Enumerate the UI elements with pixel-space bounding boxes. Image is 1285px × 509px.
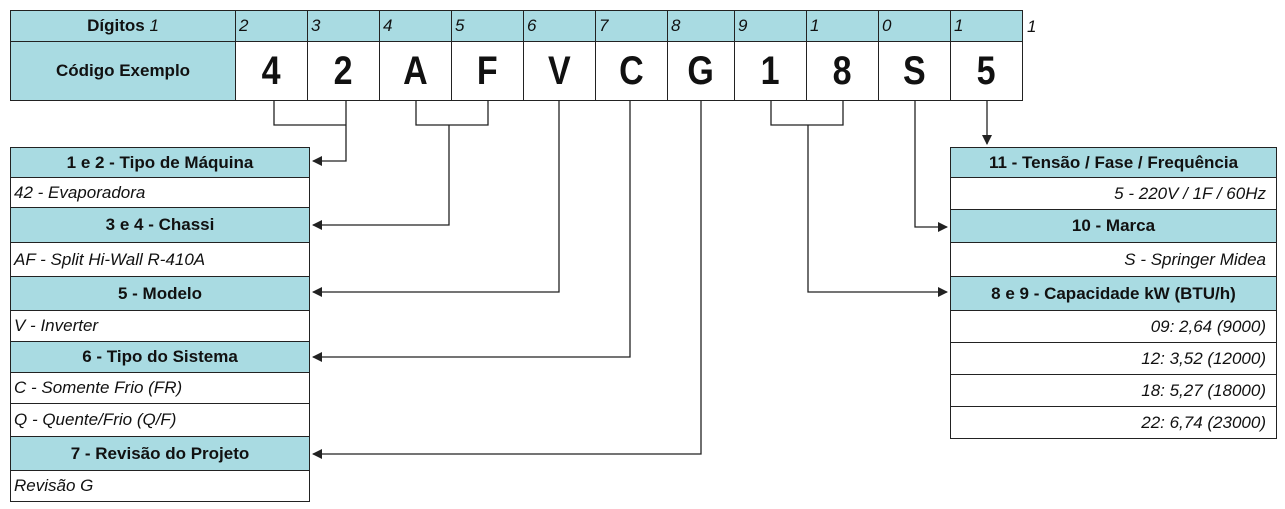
modelo-value: V - Inverter — [14, 316, 99, 335]
revisao-projeto-value: Revisão G — [14, 476, 94, 495]
chassi-header: 3 e 4 - Chassi — [10, 207, 310, 243]
capacidade-value-1: 09: 2,64 (9000) — [1150, 316, 1266, 336]
code-example-label: Código Exemplo — [55, 61, 191, 80]
modelo-value-row: V - Inverter — [10, 310, 310, 342]
code-char-cell-7: G — [667, 41, 735, 101]
code-char-4: F — [477, 48, 498, 93]
code-char-cell-6: C — [595, 41, 668, 101]
modelo-header: 5 - Modelo — [10, 276, 310, 311]
marca-header: 10 - Marca — [950, 209, 1277, 243]
marca-title: 10 - Marca — [1071, 216, 1156, 235]
digit-label-11: 1 — [954, 16, 964, 35]
code-char-2: 2 — [334, 48, 353, 93]
capacidade-value-row-4: 22: 6,74 (23000) — [950, 406, 1277, 439]
digit-cell-3: 4 — [379, 10, 452, 42]
capacidade-title: 8 e 9 - Capacidade kW (BTU/h) — [991, 283, 1236, 303]
tipo-maquina-value: 42 - Evaporadora — [14, 182, 146, 202]
chassi-value-row: AF - Split Hi-Wall R-410A — [10, 242, 310, 277]
tipo-sistema-value-1: C - Somente Frio (FR) — [14, 378, 183, 397]
code-char-10: S — [903, 48, 926, 93]
tipo-sistema-header: 6 - Tipo do Sistema — [10, 341, 310, 373]
tipo-sistema-title: 6 - Tipo do Sistema — [82, 347, 238, 366]
digit-label-7: 8 — [671, 16, 681, 35]
chassi-title: 3 e 4 - Chassi — [105, 215, 215, 234]
digit-cell-8: 9 — [734, 10, 807, 42]
code-char-cell-11: 5 — [950, 41, 1023, 101]
code-char-11: 5 — [977, 48, 996, 93]
code-char-cell-4: F — [451, 41, 524, 101]
tipo-maquina-title: 1 e 2 - Tipo de Máquina — [66, 152, 254, 172]
code-char-6: C — [619, 48, 644, 93]
capacidade-header: 8 e 9 - Capacidade kW (BTU/h) — [950, 276, 1277, 311]
code-example-header-cell: Código Exemplo — [10, 41, 236, 101]
connector-chassi — [313, 101, 489, 225]
code-char-cell-2: 2 — [307, 41, 380, 101]
digit-cell-1: 2 — [235, 10, 308, 42]
tensao-fase-frequencia-title: 11 - Tensão / Fase / Frequência — [988, 152, 1239, 172]
capacidade-value-2: 12: 3,52 (12000) — [1141, 348, 1266, 368]
capacidade-value-4: 22: 6,74 (23000) — [1141, 412, 1266, 432]
connector-tipo-maquina — [273, 101, 347, 161]
digit-cell-2: 3 — [307, 10, 380, 42]
digits-label: Dígitos — [87, 16, 145, 35]
code-char-1: 4 — [262, 48, 281, 93]
revisao-projeto-title: 7 - Revisão do Projeto — [70, 443, 250, 463]
tensao-fase-frequencia-value: 5 - 220V / 1F / 60Hz — [1114, 183, 1266, 203]
modelo-title: 5 - Modelo — [117, 283, 203, 303]
digit-label-5: 6 — [527, 16, 537, 35]
code-char-3: A — [403, 48, 428, 93]
marca-value: S - Springer Midea — [1124, 249, 1266, 269]
connector-modelo — [312, 101, 560, 297]
digit-label-10: 0 — [882, 16, 892, 35]
digit-label-6: 7 — [599, 16, 609, 35]
connector-capacidade — [770, 101, 947, 292]
marca-value-row: S - Springer Midea — [950, 242, 1277, 277]
revisao-projeto-header: 7 - Revisão do Projeto — [10, 436, 310, 471]
code-char-7: G — [687, 48, 715, 93]
digit-cell-11: 1 — [950, 10, 1023, 42]
digit-label-3: 4 — [383, 16, 393, 35]
tensao-fase-frequencia-header: 11 - Tensão / Fase / Frequência — [950, 147, 1277, 178]
capacidade-value-3: 18: 5,27 (18000) — [1141, 380, 1266, 400]
code-char-8: 1 — [761, 48, 780, 93]
tensao-fase-frequencia-value-row: 5 - 220V / 1F / 60Hz — [950, 177, 1277, 210]
digit-label-2: 3 — [311, 16, 321, 35]
digit-label-12: 1 — [1027, 17, 1037, 36]
chassi-value: AF - Split Hi-Wall R-410A — [14, 249, 206, 269]
connector-marca — [914, 101, 948, 232]
digit-label-4: 5 — [455, 16, 465, 35]
code-char-cell-1: 4 — [235, 41, 308, 101]
tipo-sistema-value-2: Q - Quente/Frio (Q/F) — [14, 410, 177, 429]
digit-cell-6: 7 — [595, 10, 668, 42]
code-char-9: 8 — [833, 48, 852, 93]
digit-label-9: 1 — [810, 16, 820, 35]
capacidade-value-row-1: 09: 2,64 (9000) — [950, 310, 1277, 343]
digit-label-0: 1 — [149, 16, 159, 35]
connector-tipo-sistema — [312, 101, 631, 362]
code-char-cell-10: S — [878, 41, 951, 101]
digits-header-cell: Dígitos 1 — [10, 10, 236, 42]
capacidade-value-row-2: 12: 3,52 (12000) — [950, 342, 1277, 375]
code-char-5: V — [548, 48, 571, 93]
tipo-maquina-value-row: 42 - Evaporadora — [10, 177, 310, 208]
code-char-cell-3: A — [379, 41, 452, 101]
digit-label-8: 9 — [738, 16, 748, 35]
code-char-cell-5: V — [523, 41, 596, 101]
code-char-cell-8: 1 — [734, 41, 807, 101]
tipo-sistema-value-row-1: C - Somente Frio (FR) — [10, 372, 310, 404]
digit-cell-7: 8 — [667, 10, 735, 42]
digit-label-1: 2 — [239, 16, 249, 35]
connector-revisao-projeto — [312, 101, 702, 459]
revisao-projeto-value-row: Revisão G — [10, 470, 310, 502]
